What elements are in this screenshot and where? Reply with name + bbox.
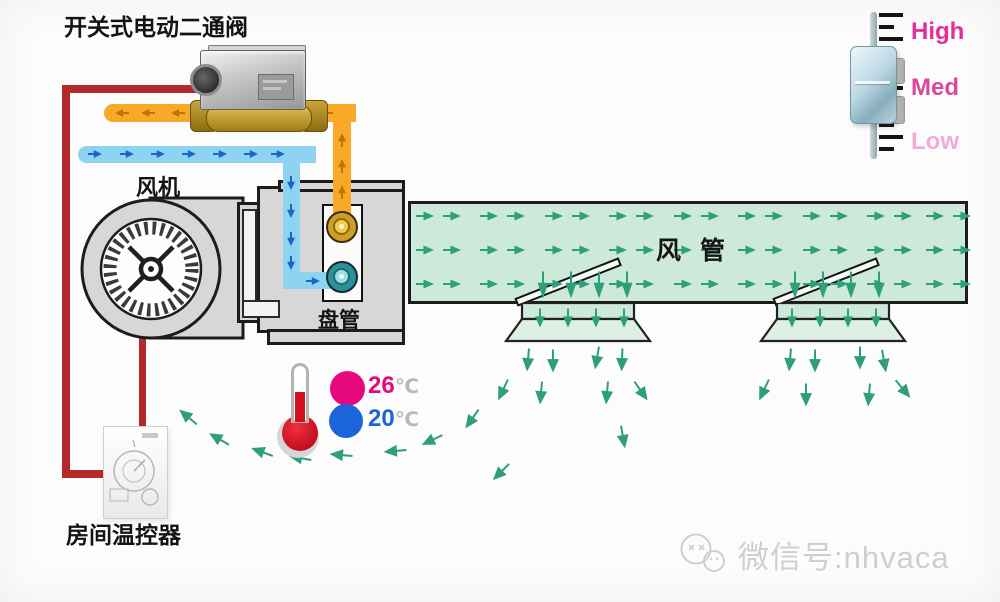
hot-temp-dot	[330, 371, 365, 406]
ceiling-diffuser	[758, 303, 908, 343]
room-airflow-arrow-icon	[547, 349, 560, 373]
hot-temp-unit: ℃	[394, 376, 419, 398]
room-airflow-arrow-icon	[854, 346, 867, 370]
cold-temp-value: 20℃	[368, 405, 419, 433]
cold-temp-dot	[329, 404, 363, 438]
room-airflow-arrow-icon	[205, 427, 232, 450]
chilled-water-port-hole	[339, 274, 344, 279]
air-handler-inlet-foot	[242, 300, 280, 318]
motorized-valve	[188, 45, 328, 140]
slider-tick	[879, 122, 894, 127]
watermark: 微信号:nhvaca	[676, 530, 950, 578]
control-wire-thermostat	[62, 470, 124, 478]
thermometer	[278, 360, 338, 460]
room-airflow-arrow-icon	[876, 348, 893, 374]
fan-label: 风机	[136, 175, 181, 200]
chilled-water-port-inner	[333, 268, 350, 285]
hot-temp-value: 26℃	[368, 372, 419, 400]
chilled-water-port	[326, 261, 358, 293]
room-airflow-arrow-icon	[753, 376, 775, 403]
room-airflow-arrow-icon	[382, 443, 407, 458]
fan-blower	[80, 196, 245, 340]
slider-tick	[879, 135, 903, 139]
slider-tick	[879, 25, 894, 30]
valve-nameplate-line	[263, 80, 287, 83]
fan-impeller-blades	[103, 221, 199, 317]
room-airflow-arrow-icon	[809, 349, 822, 373]
slider-tick	[879, 13, 903, 17]
hot-water-port	[326, 211, 358, 243]
fan-speed-knob[interactable]	[850, 46, 897, 124]
room-airflow-arrow-icon	[589, 345, 606, 371]
slider-tick	[879, 37, 903, 42]
control-wire-left	[62, 85, 70, 478]
room-airflow-arrow-icon	[533, 380, 548, 405]
speed-label-med: Med	[911, 74, 959, 101]
control-wire-valve	[62, 85, 210, 93]
room-airflow-arrow-icon	[629, 377, 653, 404]
room-airflow-arrow-icon	[492, 376, 514, 403]
room-airflow-arrow-icon	[520, 347, 535, 372]
room-airflow-arrow-icon	[599, 380, 614, 405]
room-airflow-arrow-icon	[890, 376, 915, 403]
room-airflow-arrow-icon	[615, 424, 632, 450]
room-airflow-arrow-icon	[488, 459, 514, 485]
room-airflow-arrow-icon	[782, 347, 797, 372]
control-wire-fan	[139, 332, 146, 432]
room-airflow-arrow-icon	[800, 383, 813, 407]
speed-label-low: Low	[911, 128, 959, 155]
coil-label: 盘管	[318, 309, 360, 332]
thermometer-mercury	[295, 392, 305, 422]
room-airflow-arrow-icon	[418, 429, 445, 451]
cold-temp-unit: ℃	[394, 409, 419, 431]
room-airflow-arrow-icon	[861, 382, 876, 407]
room-airflow-arrow-icon	[460, 405, 484, 432]
knob-groove	[855, 81, 890, 84]
hot-water-port-inner	[333, 218, 350, 235]
room-airflow-arrow-icon	[175, 404, 202, 429]
fan-speed-switch: High Med Low	[845, 6, 995, 166]
valve-nameplate	[258, 74, 294, 100]
cold-temp-number: 20	[368, 405, 395, 432]
room-thermostat	[103, 426, 168, 519]
valve-title-label: 开关式电动二通阀	[64, 14, 248, 40]
speed-label-high: High	[911, 18, 965, 45]
thermostat-face	[109, 433, 159, 506]
thermometer-stem	[291, 363, 309, 423]
room-airflow-arrow-icon	[249, 442, 276, 462]
air-handler-bottom-lip	[267, 329, 405, 345]
valve-actuator-knob	[190, 64, 222, 96]
room-airflow-arrow-icon	[615, 348, 629, 372]
slider-tick	[879, 147, 894, 152]
hot-temp-number: 26	[368, 372, 395, 399]
duct-label: 风 管	[656, 237, 731, 265]
thermostat-label: 房间温控器	[66, 522, 181, 548]
watermark-text: 微信号:nhvaca	[738, 539, 950, 575]
hot-water-port-hole	[339, 224, 344, 229]
wechat-icon	[680, 533, 725, 572]
valve-nameplate-line	[263, 87, 281, 90]
